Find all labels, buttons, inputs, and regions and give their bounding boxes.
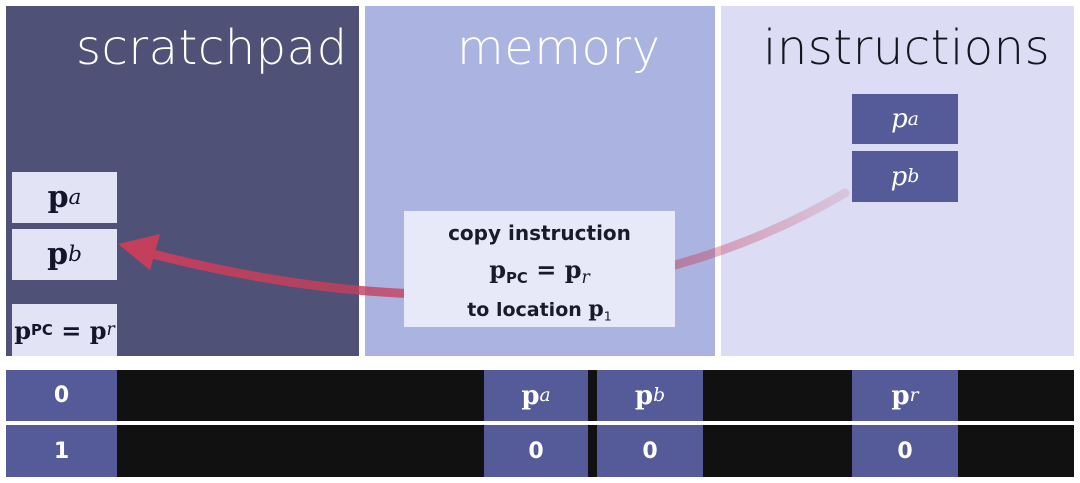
memory-title: memory	[457, 20, 661, 76]
copy-instruction-callout: copy instruction pPC = pr to location p1	[404, 211, 675, 327]
memory-cell-value: 0	[852, 425, 958, 477]
row-index-1: 1	[6, 425, 117, 477]
row-index-0: 0	[6, 370, 117, 421]
scratchpad-title: scratchpad	[76, 20, 348, 76]
instructions-title: instructions	[763, 20, 1051, 76]
callout-assignment: pPC = pr	[489, 255, 590, 289]
memory-cell-value: 0	[597, 425, 703, 477]
callout-location: to location p1	[467, 296, 612, 324]
memory-cell-value: 0	[484, 425, 588, 477]
callout-heading: copy instruction	[448, 221, 631, 245]
memory-row-1: 1 0 0 0	[6, 425, 1074, 477]
